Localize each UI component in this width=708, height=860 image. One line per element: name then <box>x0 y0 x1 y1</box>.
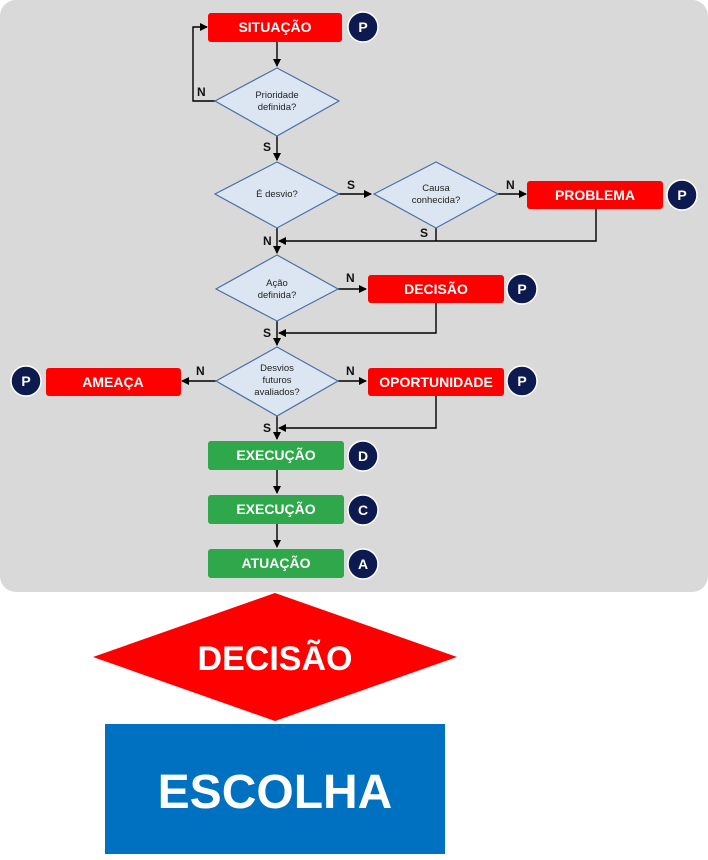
prioridade-diamond <box>213 67 341 137</box>
branch-n-ameaca: N <box>196 364 205 378</box>
desvio-diamond <box>213 161 341 229</box>
situacao-box <box>208 13 342 42</box>
branch-n-oportunidade: N <box>346 364 355 378</box>
oportunidade-box <box>368 368 504 396</box>
ameaca-box <box>46 368 181 396</box>
causa-text-2: conhecida? <box>412 195 461 206</box>
branch-n-acao: N <box>346 271 355 285</box>
pdca-d-letter: D <box>358 448 368 464</box>
acao-text-2: definida? <box>258 290 297 301</box>
decisao-box <box>368 275 504 303</box>
causa-diamond <box>372 161 500 229</box>
pdca-p-situacao: P <box>347 11 379 43</box>
pdca-c-letter: C <box>358 502 368 518</box>
pdca-a-letter: A <box>358 556 368 572</box>
pdca-p-ameaca-letter: P <box>21 373 30 389</box>
pdca-d: D <box>347 440 379 472</box>
desvio-text-1: É desvio? <box>256 189 298 200</box>
branch-s-causa: S <box>420 226 428 240</box>
desvios-futuros-text-1: Desvios <box>260 363 294 374</box>
escolha-label: ESCOLHA <box>158 766 393 819</box>
pdca-p-oportunidade: P <box>506 365 538 397</box>
desvios-futuros-diamond <box>214 346 340 417</box>
pdca-p-decisao-letter: P <box>517 281 526 297</box>
escolha-box <box>105 724 445 854</box>
pdca-c: C <box>347 494 379 526</box>
execucao-c-label: EXECUÇÃO <box>236 500 315 517</box>
atuacao-box <box>208 549 344 578</box>
flowchart-panel <box>0 0 708 592</box>
ameaca-label: AMEAÇA <box>82 374 143 390</box>
pdca-a: A <box>347 548 379 580</box>
execucao-d-box <box>208 441 344 470</box>
atuacao-label: ATUAÇÃO <box>242 554 311 571</box>
oportunidade-label: OPORTUNIDADE <box>379 374 493 390</box>
decisao-hexagon-label: DECISÃO <box>198 640 353 678</box>
execucao-c-box <box>208 495 344 524</box>
decisao-label: DECISÃO <box>404 280 468 297</box>
decisao-hexagon <box>93 593 457 721</box>
prioridade-text-1: Prioridade <box>255 90 298 101</box>
pdca-p-problema: P <box>666 179 698 211</box>
pdca-p-situacao-letter: P <box>358 19 367 35</box>
pdca-p-oportunidade-letter: P <box>517 373 526 389</box>
branch-n-causa: N <box>506 178 515 192</box>
branch-s-futuros: S <box>263 421 271 435</box>
branch-s-desvio: S <box>347 178 355 192</box>
acao-diamond <box>214 254 340 322</box>
pdca-p-ameaca: P <box>10 365 42 397</box>
pdca-p-decisao: P <box>506 273 538 305</box>
problema-box <box>527 181 663 209</box>
execucao-d-label: EXECUÇÃO <box>236 446 315 463</box>
branch-s-prioridade: S <box>263 140 271 154</box>
branch-s-acao: S <box>263 326 271 340</box>
prioridade-text-2: definida? <box>258 102 297 113</box>
situacao-label: SITUAÇÃO <box>238 18 311 35</box>
acao-text-1: Ação <box>266 278 288 289</box>
connectors <box>181 23 597 548</box>
problema-label: PROBLEMA <box>555 187 635 203</box>
pdca-p-problema-letter: P <box>677 187 686 203</box>
branch-n-desvio: N <box>263 234 272 248</box>
desvios-futuros-text-3: avaliados? <box>254 387 299 398</box>
branch-n-prioridade: N <box>197 85 206 99</box>
desvios-futuros-text-2: futuros <box>262 375 291 386</box>
causa-text-1: Causa <box>422 183 450 194</box>
